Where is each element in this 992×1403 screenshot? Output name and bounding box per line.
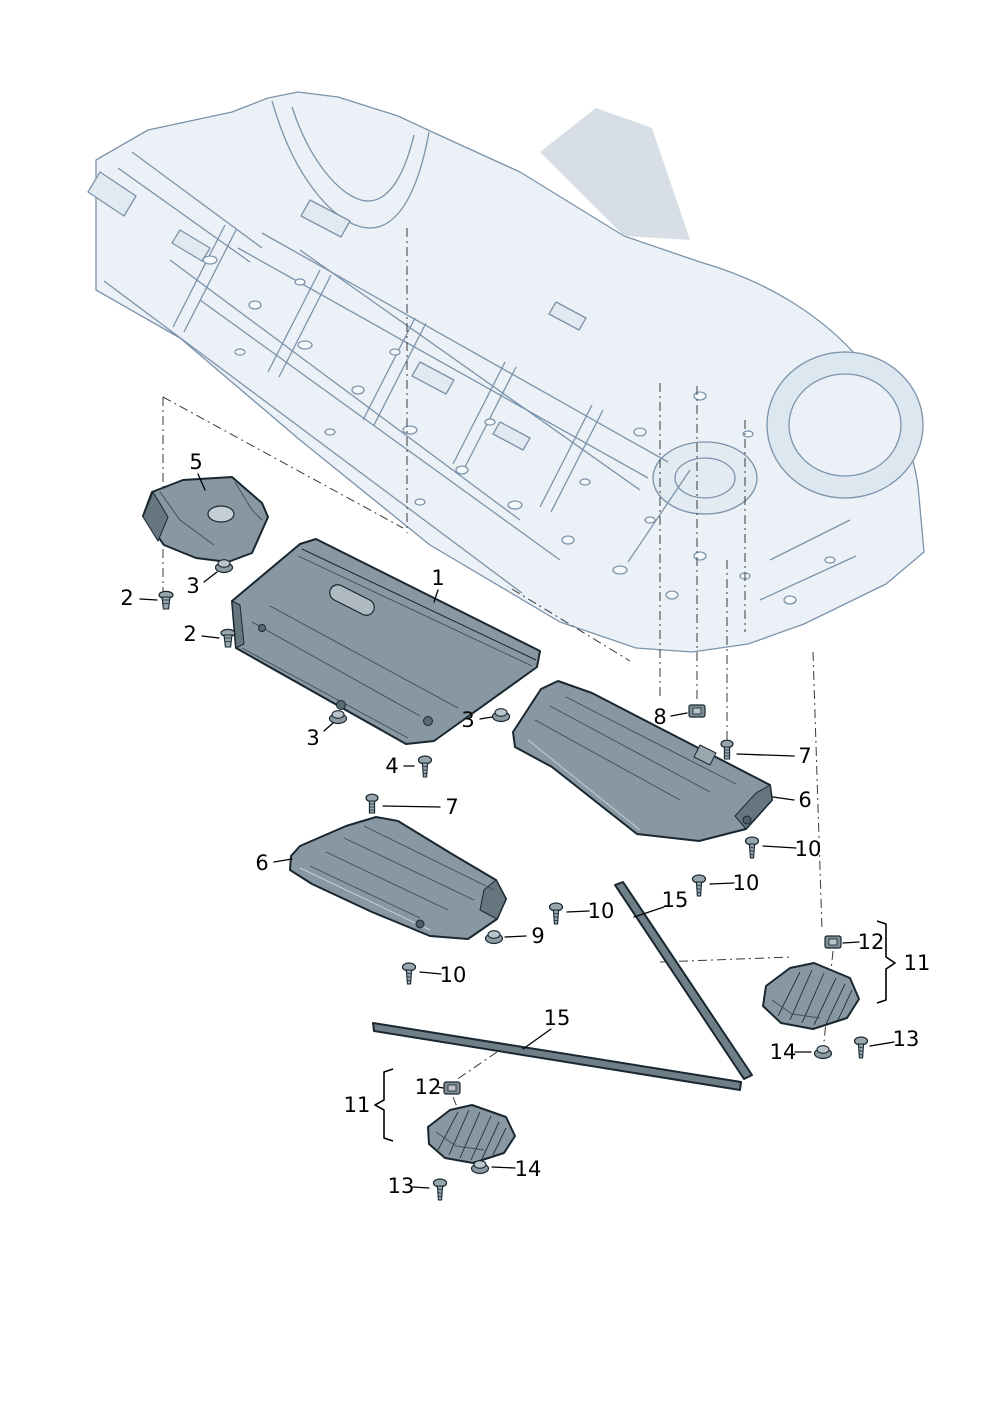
callout-3-c[interactable]: 3 [461, 708, 474, 732]
front-wheel-arch-outer [271, 100, 430, 229]
screw-icon[interactable] [853, 1036, 869, 1059]
nut-icon[interactable] [328, 710, 348, 725]
screw-icon[interactable] [417, 755, 433, 778]
spare-wheel-well [652, 441, 758, 515]
clip-icon[interactable] [443, 1081, 461, 1095]
callout-1[interactable]: 1 [431, 566, 444, 590]
cross-members [172, 224, 691, 563]
floor-detail-plates [87, 171, 587, 451]
spare-wheel-well-inner [674, 457, 736, 499]
callout-6-right[interactable]: 6 [798, 788, 811, 812]
sill-inner-line [103, 280, 523, 594]
brace-group-11-right [876, 920, 896, 1004]
callout-2-b[interactable]: 2 [183, 622, 196, 646]
callout-13-left[interactable]: 13 [388, 1174, 415, 1198]
screw-icon[interactable] [401, 962, 417, 985]
callout-15-right[interactable]: 15 [662, 888, 689, 912]
rear-quarter-shade [540, 108, 690, 240]
rivet-icon[interactable] [158, 590, 174, 610]
car-underbody-line-art [87, 91, 925, 653]
screw-icon[interactable] [432, 1178, 448, 1201]
callout-10-c[interactable]: 10 [588, 899, 615, 923]
part-sill-strip-15-right[interactable] [614, 881, 753, 1080]
callout-14-left[interactable]: 14 [515, 1157, 542, 1181]
callout-6-left[interactable]: 6 [255, 851, 268, 875]
callout-7-right[interactable]: 7 [798, 744, 811, 768]
pin-icon[interactable] [365, 793, 379, 814]
callout-2-a[interactable]: 2 [120, 586, 133, 610]
brace-group-11-left [374, 1068, 394, 1142]
part-trim-panel-6-right[interactable] [512, 680, 773, 842]
rear-wheel-arch-inner [788, 373, 902, 477]
front-wheel-arch-inner [291, 106, 415, 202]
part-sill-strip-15-bottom[interactable] [372, 1022, 742, 1091]
part-bracket-11-right[interactable] [762, 962, 860, 1030]
longitudinal-ribs [169, 249, 857, 601]
part-bracket-11-left[interactable] [427, 1104, 516, 1164]
callout-7-left[interactable]: 7 [445, 795, 458, 819]
leader-lines [139, 473, 895, 1189]
callout-11-right[interactable]: 11 [904, 951, 931, 975]
clip-icon[interactable] [824, 935, 842, 949]
callout-10-a[interactable]: 10 [795, 837, 822, 861]
callout-12-right[interactable]: 12 [858, 930, 885, 954]
callout-13-right[interactable]: 13 [893, 1027, 920, 1051]
callout-10-b[interactable]: 10 [733, 871, 760, 895]
callout-5[interactable]: 5 [189, 450, 202, 474]
callout-4[interactable]: 4 [385, 754, 398, 778]
part-cover-5[interactable] [142, 476, 269, 563]
callout-14-right[interactable]: 14 [770, 1040, 797, 1064]
callout-15-bottom[interactable]: 15 [544, 1006, 571, 1030]
part-floor-cover-1[interactable] [231, 538, 541, 745]
callout-9[interactable]: 9 [531, 924, 544, 948]
cover-1-slot [329, 584, 375, 616]
callouts-layer: 5 2 3 1 2 3 3 4 8 7 6 10 10 7 6 10 9 10 … [120, 450, 930, 1198]
nut-icon[interactable] [813, 1045, 833, 1060]
nut-icon[interactable] [484, 930, 504, 945]
callout-3-b[interactable]: 3 [306, 726, 319, 750]
callout-11-left[interactable]: 11 [344, 1093, 371, 1117]
callout-10-d[interactable]: 10 [440, 963, 467, 987]
callout-12-left[interactable]: 12 [415, 1075, 442, 1099]
part-trim-panel-6-left[interactable] [289, 816, 507, 940]
screw-icon[interactable] [548, 902, 564, 925]
pin-icon[interactable] [720, 739, 734, 760]
nut-icon[interactable] [491, 708, 511, 723]
screw-icon[interactable] [691, 874, 707, 897]
parts-layer [142, 476, 860, 1164]
grouping-braces [374, 920, 896, 1142]
screw-icon[interactable] [744, 836, 760, 859]
floor-drain-holes [202, 255, 836, 605]
clip-icon[interactable] [688, 704, 706, 718]
callout-8[interactable]: 8 [653, 705, 666, 729]
cover-5-hole [207, 505, 235, 523]
rivet-icon[interactable] [220, 628, 236, 648]
callout-3-a[interactable]: 3 [186, 574, 199, 598]
